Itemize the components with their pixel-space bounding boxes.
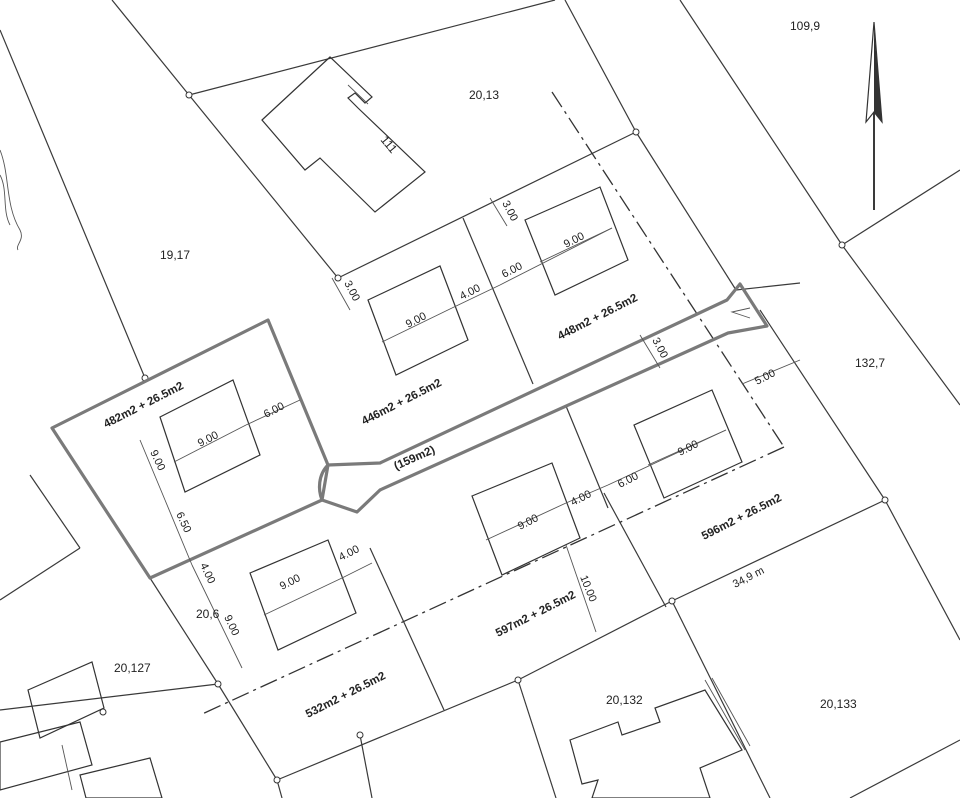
dim-setback-road: 3.00 [649,336,670,361]
road-end-arrow [730,307,751,319]
building-lines [199,91,785,716]
plot-1-area: 482m2 + 26.5m2 [102,380,186,431]
subdivision-outline [50,282,769,580]
plot-6-area: 532m2 + 26.5m2 [304,670,388,721]
dim-house-4: 9.00 [676,438,701,458]
dim-gap-plot4: 6.00 [616,470,641,490]
dim-gap-plot3: 6.00 [500,260,525,280]
plot-2-area: 446m2 + 26.5m2 [360,377,444,428]
north-arrow [865,21,883,210]
dim-house-1: 9.00 [196,429,221,449]
dim-house-5: 9.00 [516,512,541,532]
parcel-labels: 109,9 20,13 19,17 132,7 20,6 20,127 20,1… [114,19,885,711]
plot-labels: 482m2 + 26.5m2 446m2 + 26.5m2 448m2 + 26… [102,292,784,721]
dimension-lines [139,197,801,669]
house-6 [249,539,357,651]
parcel-20-132: 20,132 [606,693,643,707]
plot-4-area: 596m2 + 26.5m2 [700,492,784,543]
dim-house-6: 9.00 [278,572,303,592]
dim-side-plot6-900: 9.00 [221,613,241,637]
house-1 [159,379,261,493]
dim-gap-plot1: 6.00 [262,400,287,420]
house-2 [367,265,469,376]
dim-house-2: 9.00 [404,310,429,330]
dim-gap-plot6: 4.00 [337,543,362,563]
dim-side-plot1-900: 9.00 [147,448,167,472]
parcel-109-9: 109,9 [790,19,820,33]
plot-5-area: 597m2 + 26.5m2 [494,589,578,640]
dim-gap-plot5: 4.00 [569,488,594,508]
house-5 [471,462,581,576]
parcel-132-7: 132,7 [855,356,885,370]
dim-setback-plot3: 3.00 [499,199,520,224]
dim-depth-1000: 10.00 [577,574,598,604]
parcel-20-127: 20,127 [114,661,151,675]
parcel-19-17: 19,17 [160,248,190,262]
building-111-label: 111 [378,133,401,156]
proposed-houses [159,186,743,651]
parcel-20-133: 20,133 [820,697,857,711]
dim-front-500: 5.00 [753,367,778,387]
parcel-20-13: 20,13 [469,88,499,102]
dim-frontage: 34,9 m [731,565,766,591]
dim-side-plot1-650: 6.50 [173,510,193,534]
sketch-lines [0,149,22,251]
dimension-labels: 9.00 9.00 9.00 9.00 9.00 9.00 6.00 4.00 … [147,199,777,638]
existing-buildings [0,56,751,798]
parcel-20-6: 20,6 [196,607,220,621]
plot-3-area: 448m2 + 26.5m2 [556,292,640,343]
